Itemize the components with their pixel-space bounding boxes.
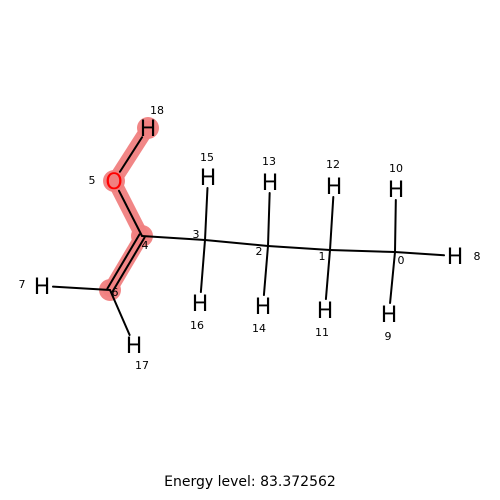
- bond-4-5: [117, 189, 143, 237]
- atom-8-index: 8: [474, 250, 481, 263]
- atom-15-index: 15: [200, 151, 214, 164]
- bond-3-16: [199, 239, 206, 294]
- atom-13-index: 13: [262, 155, 276, 168]
- bond-6-7: [51, 285, 111, 291]
- atom-9-index: 9: [385, 330, 392, 343]
- atom-0-index: 0: [398, 254, 405, 267]
- bond-2-13: [267, 191, 271, 247]
- bond-0-10: [394, 198, 397, 253]
- atom-2-index: 2: [256, 245, 263, 258]
- atom-8-label: H: [447, 245, 464, 270]
- atom-6-index: 6: [112, 286, 119, 299]
- atom-14-label: H: [255, 295, 272, 320]
- highlighted-bond-4-6: [103, 229, 149, 297]
- atom-7-label: H: [34, 275, 51, 300]
- atom-1-index: 1: [319, 250, 326, 263]
- atom-16-index: 16: [190, 319, 204, 332]
- atom-18-index: 18: [150, 104, 164, 117]
- atom-4-index: 4: [142, 239, 149, 252]
- atom-3-index: 3: [193, 228, 200, 241]
- bond-1-11: [324, 249, 331, 301]
- bond-6-17: [109, 289, 131, 336]
- atom-17-index: 17: [135, 359, 149, 372]
- atom-11-label: H: [317, 299, 334, 324]
- atom-16-label: H: [192, 292, 209, 317]
- bond-4-6-line-1: [106, 233, 141, 290]
- atom-9-label: H: [381, 303, 398, 328]
- bond-1-2: [267, 245, 331, 251]
- atom-15-label: H: [200, 166, 217, 191]
- atom-10-label: H: [388, 178, 405, 203]
- bond-layer: [51, 136, 446, 336]
- bond-2-3: [204, 239, 269, 247]
- bond-0-8: [394, 251, 446, 257]
- bond-0-9: [389, 251, 396, 305]
- atom-12-index: 12: [326, 158, 340, 171]
- atom-17-label: H: [126, 334, 143, 359]
- bond-0-1: [329, 249, 396, 253]
- bond-4-6-line-2: [111, 236, 146, 293]
- atom-18-label: H: [140, 117, 157, 142]
- atom-12-label: H: [326, 175, 343, 200]
- atom-7-index: 7: [19, 278, 26, 291]
- bond-5-18: [118, 136, 144, 173]
- bond-3-4: [141, 235, 206, 241]
- energy-level-text: Energy level: 83.372562: [164, 474, 336, 490]
- bond-1-12: [329, 195, 335, 251]
- atom-13-label: H: [262, 171, 279, 196]
- atom-5-index: 5: [89, 174, 96, 187]
- bond-2-14: [262, 245, 269, 297]
- atom-11-index: 11: [315, 326, 329, 339]
- atom-10-index: 10: [389, 162, 403, 175]
- atom-5-label: O: [105, 170, 122, 195]
- atom-14-index: 14: [252, 322, 266, 335]
- bond-3-15: [204, 186, 209, 241]
